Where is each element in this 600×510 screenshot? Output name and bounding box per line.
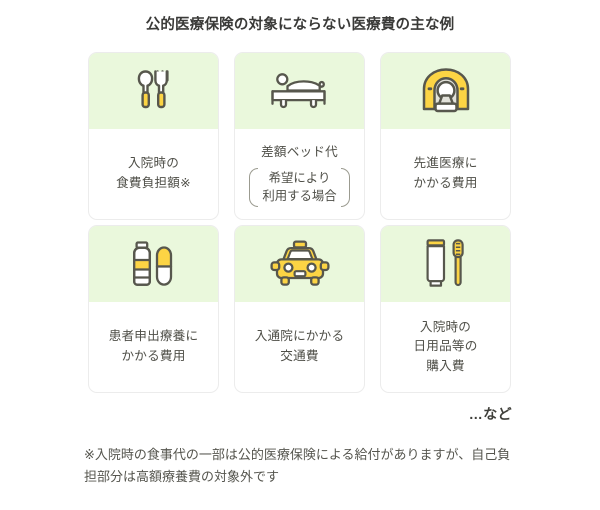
page-title: 公的医療保険の対象にならない医療費の主な例 [145,17,455,33]
card-daily-goods-cost: 入院時の 日用品等の 購入費 [380,225,511,393]
card-label: 差額ベッド代 [261,145,338,159]
hospital-bed-icon [267,67,333,115]
card-icon-panel [381,226,510,302]
card-meal-cost: 入院時の 食費負担額※ [88,52,219,220]
card-icon-panel [89,226,218,302]
card-icon-panel [235,226,364,302]
medicine-bottle-capsule-icon [126,239,182,289]
toothpaste-toothbrush-icon [421,237,471,291]
card-note-bracket: 希望により 利用する場合 [249,167,350,207]
footnote: ※入院時の食事代の一部は公的医療保険による給付がありますが、自己負担部分は高額療… [84,447,511,485]
bracket-right-icon [340,167,350,207]
card-label: 入院時の 食費負担額※ [116,156,191,190]
card-patient-proposed-treatment: 患者申出療養に かかる費用 [88,225,219,393]
card-label: 先進医療に かかる費用 [413,156,478,190]
card-note: 希望により 利用する場合 [262,170,337,204]
card-text-area: 先進医療に かかる費用 [381,129,510,219]
card-text-area: 差額ベッド代 希望により 利用する場合 [235,129,364,219]
card-icon-panel [381,53,510,129]
mri-scanner-icon [419,65,473,117]
bracket-left-icon [249,167,259,207]
card-text-area: 入院時の 日用品等の 購入費 [381,302,510,392]
card-text-area: 入院時の 食費負担額※ [89,129,218,219]
cards-grid: 入院時の 食費負担額※ [88,52,512,393]
card-text-area: 入通院にかかる 交通費 [235,302,364,392]
card-icon-panel [89,53,218,129]
taxi-icon [269,239,331,289]
etc-label: …など [468,406,512,422]
card-private-room-fee: 差額ベッド代 希望により 利用する場合 [234,52,365,220]
card-advanced-medical-care: 先進医療に かかる費用 [380,52,511,220]
card-label: 入通院にかかる 交通費 [254,329,345,363]
card-icon-panel [235,53,364,129]
card-transportation-cost: 入通院にかかる 交通費 [234,225,365,393]
spoon-fork-icon [128,66,180,116]
card-text-area: 患者申出療養に かかる費用 [89,302,218,392]
card-label: 患者申出療養に かかる費用 [108,329,199,363]
card-label: 入院時の 日用品等の 購入費 [413,319,478,373]
